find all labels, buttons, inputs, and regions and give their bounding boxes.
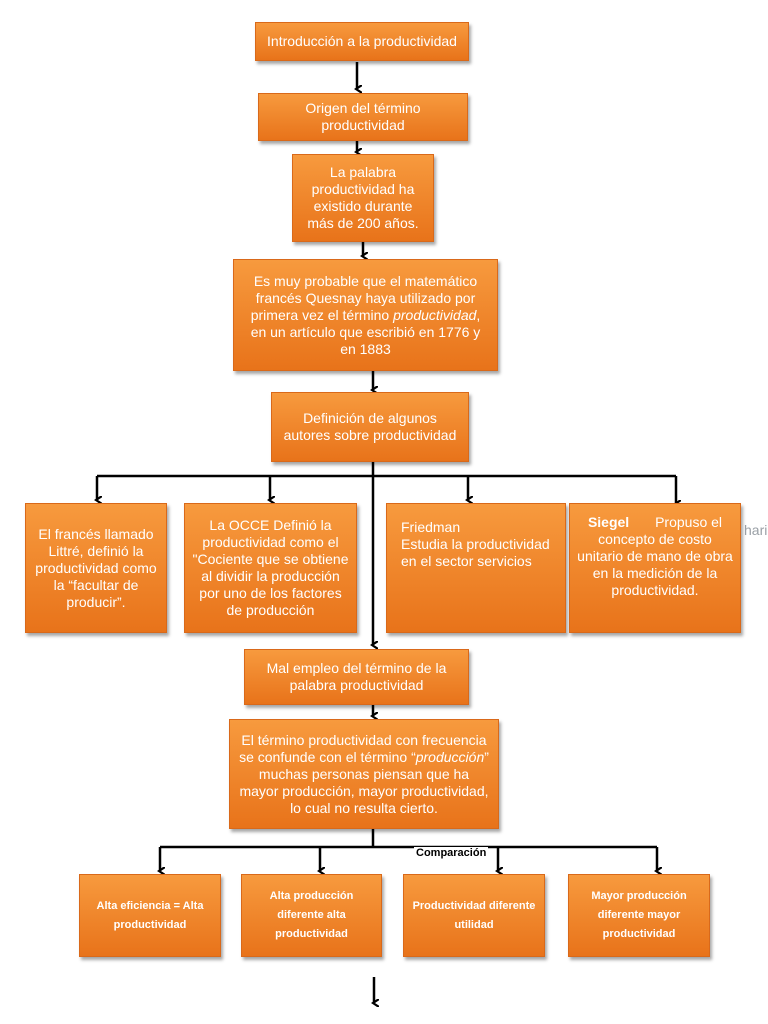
node-origen: Origen del término productividad bbox=[258, 93, 468, 141]
node-littre-text: El francés llamado Littré, definió la pr… bbox=[35, 525, 157, 610]
node-mal-empleo-text: Mal empleo del término de la palabra pro… bbox=[266, 660, 447, 693]
node-quesnay-text: Es muy probable que el matemático francé… bbox=[242, 273, 489, 358]
node-alta-produccion-text: Alta producción diferente alta productiv… bbox=[269, 890, 354, 940]
node-intro-text: Introducción a la productividad bbox=[267, 33, 457, 49]
node-littre: El francés llamado Littré, definió la pr… bbox=[25, 503, 167, 633]
node-origen-text: Origen del término productividad bbox=[305, 100, 421, 133]
node-definicion-text: Definición de algunos autores sobre prod… bbox=[283, 410, 457, 443]
node-alta-produccion: Alta producción diferente alta productiv… bbox=[241, 874, 382, 957]
node-quesnay-text-b: , en un artículo que escribió en 1776 y … bbox=[250, 306, 481, 357]
node-alta-eficiencia: Alta eficiencia = Alta productividad bbox=[79, 874, 221, 957]
node-siegel: Siegel Propuso el concepto de costo unit… bbox=[569, 503, 741, 633]
node-alta-eficiencia-text: Alta eficiencia = Alta productividad bbox=[96, 899, 204, 931]
node-mal-empleo: Mal empleo del término de la palabra pro… bbox=[244, 649, 469, 705]
node-occe-text: La OCCE Definió la productividad como el… bbox=[192, 517, 349, 618]
node-definicion: Definición de algunos autores sobre prod… bbox=[271, 392, 469, 462]
node-friedman: Friedman Estudia la productividad en el … bbox=[386, 503, 566, 633]
node-friedman-name: Friedman bbox=[401, 519, 461, 535]
node-occe: La OCCE Definió la productividad como el… bbox=[184, 503, 357, 633]
node-quesnay: Es muy probable que el matemático francé… bbox=[233, 259, 498, 371]
node-siegel-text: Propuso el concepto de costo unitario de… bbox=[577, 514, 733, 598]
clipped-text: hari bbox=[744, 522, 768, 538]
comparacion-label: Comparación bbox=[414, 847, 489, 859]
node-friedman-content: Friedman Estudia la productividad en el … bbox=[401, 519, 559, 570]
node-confunde: El término productividad con frecuencia … bbox=[229, 719, 499, 829]
node-confunde-text-em: producción bbox=[415, 748, 485, 765]
node-mayor-produccion: Mayor producción diferente mayor product… bbox=[568, 874, 710, 957]
node-quesnay-text-a: Es muy probable que el matemático francé… bbox=[250, 272, 478, 323]
node-quesnay-text-em: productividad bbox=[393, 306, 477, 323]
node-mayor-produccion-text: Mayor producción diferente mayor product… bbox=[591, 890, 687, 940]
node-confunde-text-b: ” muchas personas piensan que ha mayor p… bbox=[239, 748, 489, 816]
node-confunde-text: El término productividad con frecuencia … bbox=[238, 732, 490, 817]
node-prod-utilidad: Productividad diferente utilidad bbox=[403, 874, 545, 957]
node-intro: Introducción a la productividad bbox=[255, 22, 469, 61]
node-palabra-text: La palabra productividad ha existido dur… bbox=[307, 164, 419, 231]
node-palabra: La palabra productividad ha existido dur… bbox=[292, 154, 434, 242]
node-siegel-name: Siegel bbox=[587, 514, 630, 530]
node-confunde-text-a: El término productividad con frecuencia … bbox=[239, 731, 487, 765]
node-prod-utilidad-text: Productividad diferente utilidad bbox=[412, 899, 536, 931]
node-friedman-text: Estudia la productividad en el sector se… bbox=[401, 536, 550, 569]
node-siegel-content: Siegel Propuso el concepto de costo unit… bbox=[576, 514, 734, 599]
